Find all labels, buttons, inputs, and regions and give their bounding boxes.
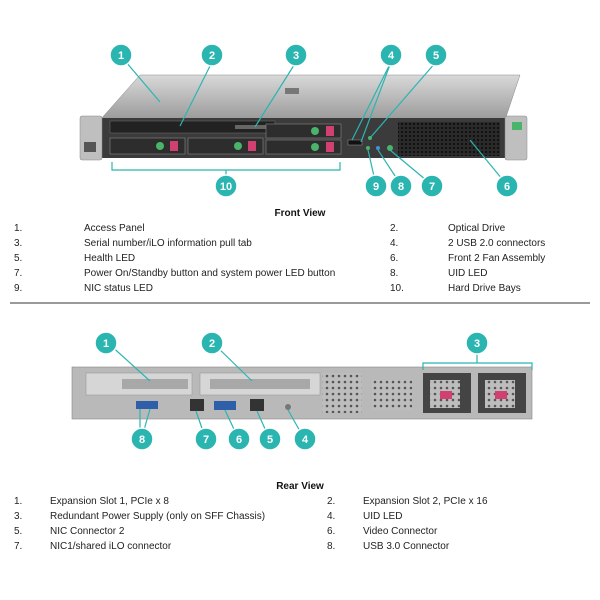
callout-badge	[389, 174, 413, 198]
nic1-connector	[190, 399, 204, 411]
legend-num: 4.	[327, 511, 336, 522]
left-rack-ear	[79, 115, 103, 161]
legend-text: Expansion Slot 1, PCIe x 8	[50, 496, 169, 507]
legend-num: 2.	[390, 223, 399, 234]
callout-number: 4	[388, 50, 395, 62]
callout-number: 9	[373, 181, 379, 193]
legend-num: 6.	[327, 526, 336, 537]
callout-badge	[420, 174, 444, 198]
callout-badge	[284, 43, 308, 67]
legend-num: 9.	[14, 283, 23, 294]
usb-3-connectors	[136, 401, 158, 409]
callout-badge	[94, 331, 118, 355]
legend-num: 5.	[14, 526, 23, 537]
legend-text: Optical Drive	[448, 223, 506, 234]
section-divider	[10, 302, 590, 304]
legend-text: UID LED	[448, 268, 488, 279]
callout-badge	[495, 174, 519, 198]
callout-number: 3	[293, 50, 299, 62]
callout-number: 6	[236, 434, 242, 446]
legend-text: USB 3.0 Connector	[363, 541, 450, 552]
rear-vent-2	[372, 380, 412, 410]
callout-badge	[194, 427, 218, 451]
legend-num: 3.	[14, 238, 23, 249]
callout-badge	[214, 174, 238, 198]
legend-num: 1.	[14, 223, 23, 234]
hpe-logo-plate	[285, 88, 299, 94]
callout-number: 4	[302, 434, 309, 446]
front-view-diagram: 1 2 3 4 5 6 7 8 9 10	[79, 43, 528, 198]
callout-number: 2	[209, 338, 215, 350]
legend-text: Video Connector	[363, 526, 438, 537]
hard-drive-bays	[109, 123, 342, 155]
callout-badge	[200, 331, 224, 355]
legend-num: 4.	[390, 238, 399, 249]
callout-number: 1	[103, 338, 109, 350]
legend-num: 8.	[390, 268, 399, 279]
legend-text: 2 USB 2.0 connectors	[448, 238, 546, 249]
server-top-cover	[99, 74, 521, 121]
legend-text: Front 2 Fan Assembly	[448, 253, 546, 264]
callout-number: 3	[474, 338, 480, 350]
legend-text: Access Panel	[84, 223, 145, 234]
callout-badge	[130, 427, 154, 451]
callout-badge	[227, 427, 251, 451]
legend-text: NIC Connector 2	[50, 526, 125, 537]
legend-text: NIC status LED	[84, 283, 153, 294]
power-button	[387, 145, 393, 151]
legend-text: Power On/Standby button and system power…	[84, 268, 336, 279]
legend-text: Expansion Slot 2, PCIe x 16	[363, 496, 488, 507]
legend-num: 5.	[14, 253, 23, 264]
callout-number: 10	[220, 181, 232, 193]
front-fan-mesh	[398, 122, 500, 156]
legend-text: UID LED	[363, 511, 403, 522]
callout-number: 1	[118, 50, 124, 62]
serial-pull-tab	[235, 125, 273, 129]
callout-number: 7	[429, 181, 435, 193]
legend-num: 2.	[327, 496, 336, 507]
legend-text: Serial number/iLO information pull tab	[84, 238, 252, 249]
legend-text: NIC1/shared iLO connector	[50, 541, 172, 552]
legend-num: 7.	[14, 268, 23, 279]
rear-uid-led	[285, 404, 291, 410]
callout-number: 8	[398, 181, 404, 193]
legend-num: 8.	[327, 541, 336, 552]
legend-num: 3.	[14, 511, 23, 522]
callout-badge	[424, 43, 448, 67]
callout-number: 6	[504, 181, 510, 193]
callout-badge	[109, 43, 133, 67]
front-usb-ports	[347, 139, 363, 146]
callout-badge	[258, 427, 282, 451]
legend-num: 1.	[14, 496, 23, 507]
callout-badge	[200, 43, 224, 67]
callout-badge	[364, 174, 388, 198]
legend-num: 7.	[14, 541, 23, 552]
callout-number: 7	[203, 434, 209, 446]
legend-text: Hard Drive Bays	[448, 283, 521, 294]
legend-num: 6.	[390, 253, 399, 264]
callout-number: 5	[433, 50, 439, 62]
callout-number: 2	[209, 50, 215, 62]
nic-status-led	[366, 146, 370, 150]
legend-num: 10.	[390, 283, 404, 294]
callout-badge	[293, 427, 317, 451]
rear-view-diagram: 1 2 3 8 7 6 5 4	[71, 331, 533, 451]
callout-badge	[379, 43, 403, 67]
video-connector	[214, 401, 236, 410]
callout-badge	[465, 331, 489, 355]
rear-vent	[322, 373, 362, 413]
front-view-title: Front View	[274, 208, 326, 219]
uid-led	[376, 146, 380, 150]
nic2-connector	[250, 399, 264, 411]
callout-number: 8	[139, 434, 145, 446]
legend-text: Redundant Power Supply (only on SFF Chas…	[50, 511, 266, 522]
rear-view-title: Rear View	[276, 481, 324, 492]
callout-number: 5	[267, 434, 273, 446]
legend-text: Health LED	[84, 253, 136, 264]
